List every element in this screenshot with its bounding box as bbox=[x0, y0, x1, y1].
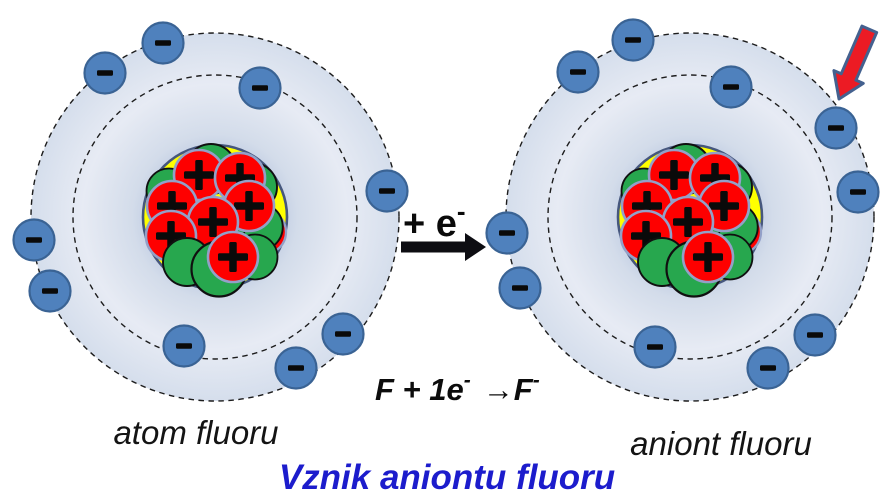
plus-electron-label: + e- bbox=[403, 196, 466, 245]
electron bbox=[83, 51, 127, 95]
electron bbox=[485, 211, 529, 255]
electron bbox=[238, 66, 282, 110]
electron bbox=[162, 324, 206, 368]
electron bbox=[274, 346, 318, 390]
left-atom-label: atom fluoru bbox=[113, 414, 278, 451]
electron bbox=[793, 313, 837, 357]
added-electron bbox=[814, 106, 858, 150]
added-electron-arrow bbox=[832, 24, 879, 101]
right-atom-label: aniont fluoru bbox=[630, 425, 812, 462]
diagram-caption: Vznik aniontu fluoru bbox=[279, 458, 615, 497]
electron bbox=[321, 312, 365, 356]
electron bbox=[611, 18, 655, 62]
electron bbox=[746, 346, 790, 390]
electron bbox=[12, 218, 56, 262]
electron bbox=[365, 169, 409, 213]
electron bbox=[709, 65, 753, 109]
electron bbox=[556, 50, 600, 94]
electron bbox=[141, 21, 185, 65]
electron bbox=[28, 269, 72, 313]
right-atom bbox=[485, 18, 880, 402]
left-atom bbox=[12, 21, 409, 402]
electron bbox=[498, 266, 542, 310]
reaction-equation: F + 1e-→F- bbox=[375, 369, 540, 407]
electron bbox=[633, 325, 677, 369]
reaction-arrow bbox=[401, 233, 486, 261]
electron bbox=[836, 170, 880, 214]
